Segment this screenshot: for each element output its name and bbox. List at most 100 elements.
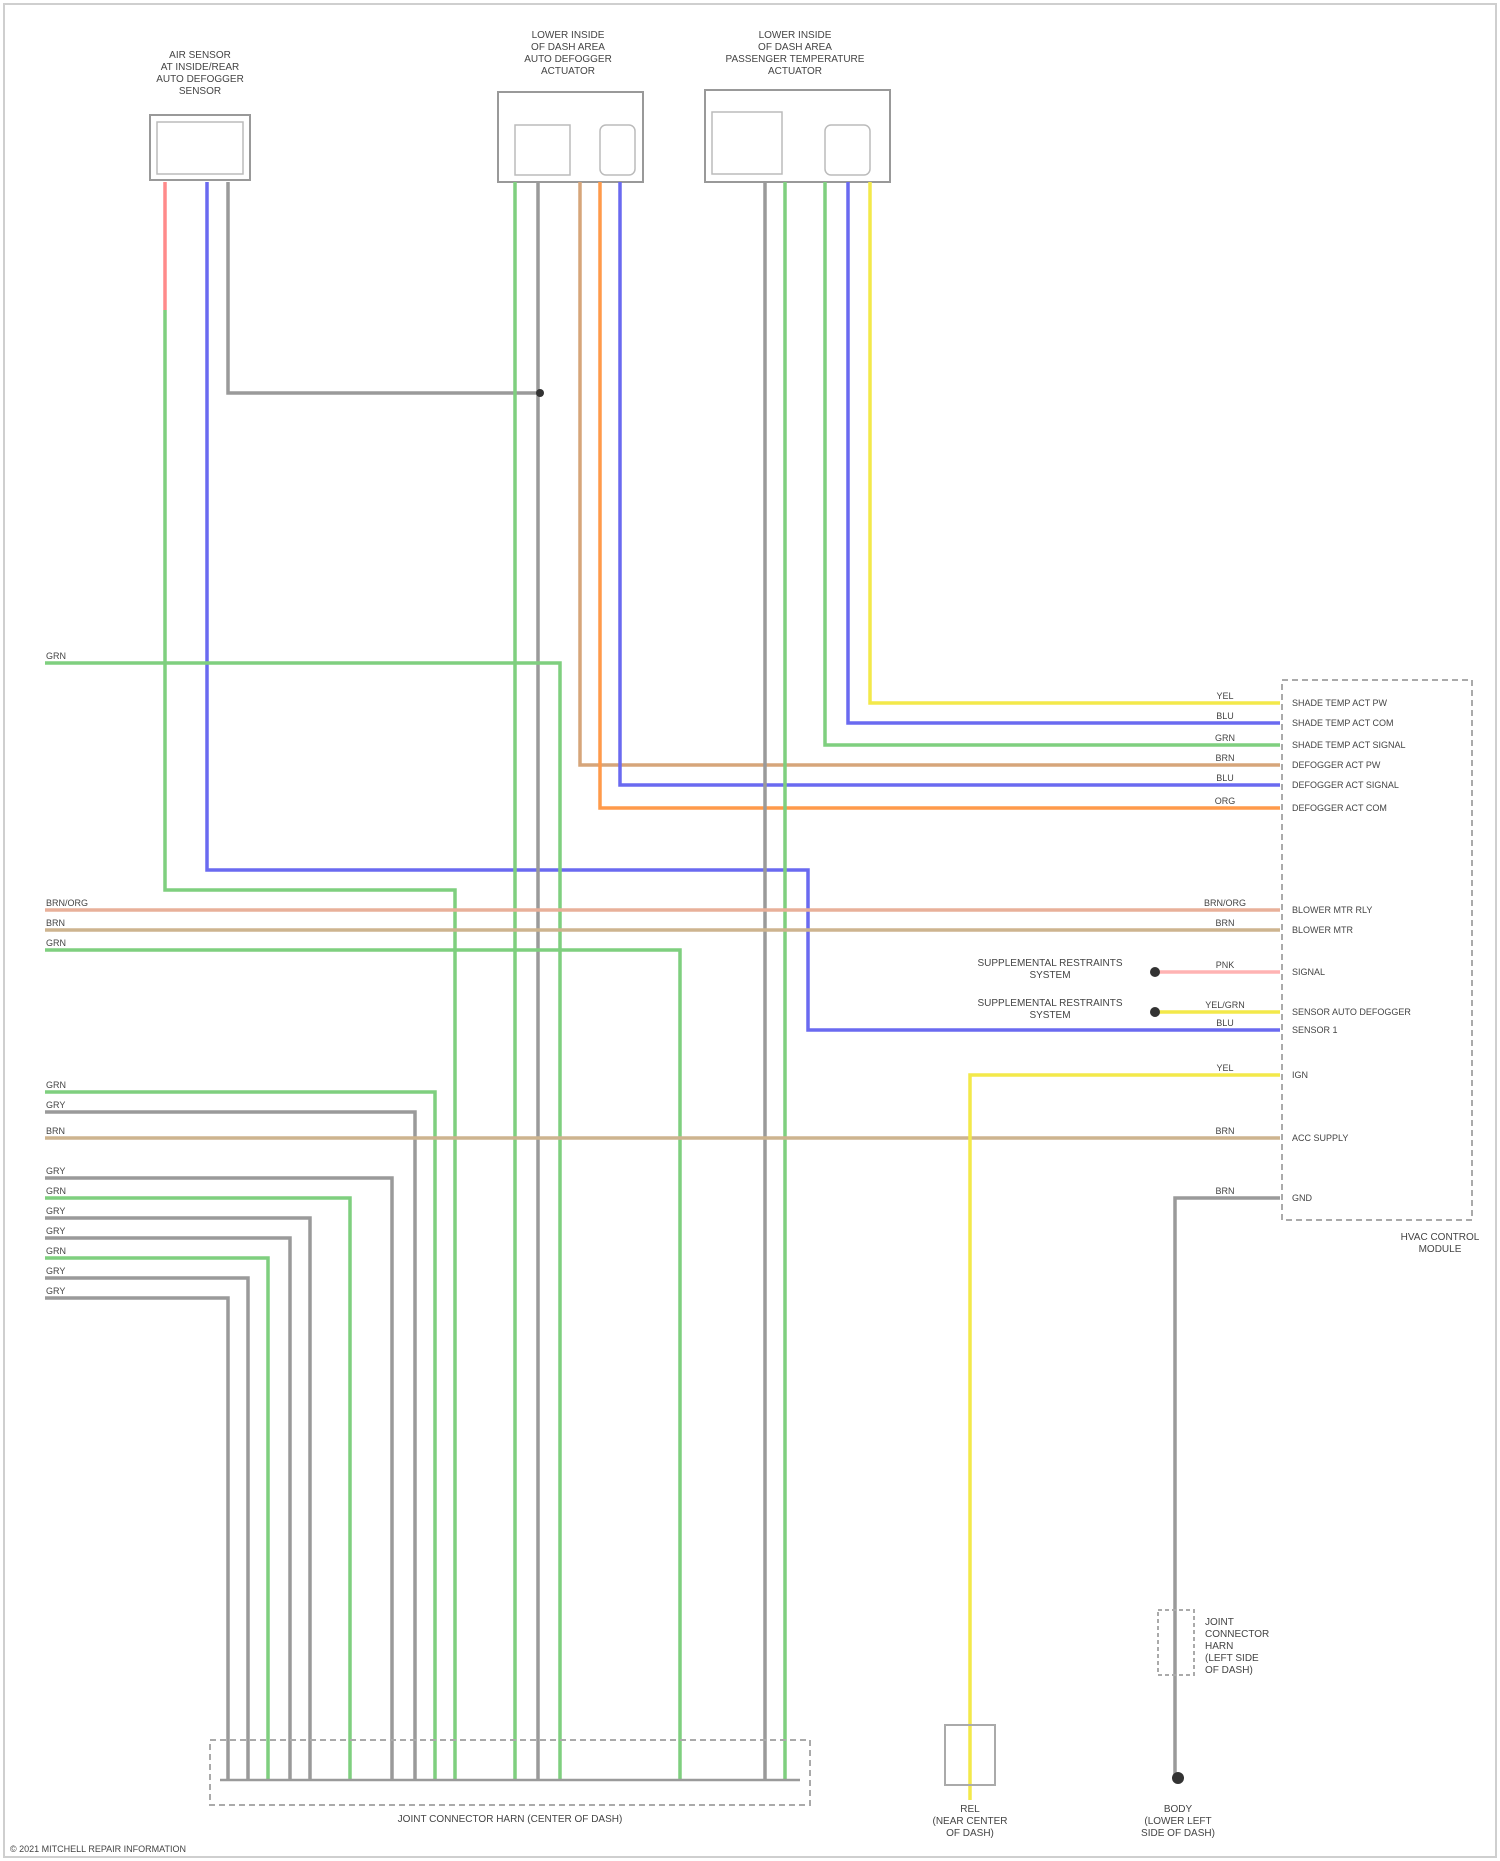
bottom-right-joint: JOINT CONNECTOR HARN (LEFT SIDE OF DASH)… bbox=[1141, 1610, 1269, 1839]
hvac-pin-wire: PNK bbox=[1216, 960, 1235, 970]
hvac-title-1: HVAC CONTROL bbox=[1401, 1232, 1480, 1243]
hvac-pin-label: BLOWER MTR RLY bbox=[1292, 905, 1372, 915]
srs-label-2b: SYSTEM bbox=[1029, 1010, 1070, 1021]
actuator2-title-3: PASSENGER TEMPERATURE bbox=[726, 54, 865, 65]
wire-left-12 bbox=[45, 1258, 268, 1780]
left-wire-label: GRN bbox=[46, 651, 66, 661]
actuator2-switch bbox=[712, 112, 782, 174]
srs-label-1a: SUPPLEMENTAL RESTRAINTS bbox=[977, 958, 1122, 969]
joint-connector-label: JOINT CONNECTOR HARN (CENTER OF DASH) bbox=[398, 1814, 623, 1825]
actuator2-title-4: ACTUATOR bbox=[768, 66, 822, 77]
hvac-pin-label: ACC SUPPLY bbox=[1292, 1133, 1348, 1143]
hvac-pin-wire: BLU bbox=[1216, 711, 1234, 721]
hvac-pin-wire: BRN/ORG bbox=[1204, 898, 1246, 908]
hvac-pin-wire: GRN bbox=[1215, 733, 1235, 743]
sensor-inner-box bbox=[157, 122, 243, 174]
actuator-title-1: LOWER INSIDE bbox=[532, 30, 605, 41]
hvac-pin-label: SIGNAL bbox=[1292, 967, 1325, 977]
actuator-title-4: ACTUATOR bbox=[541, 66, 595, 77]
hvac-pin-wire: YEL bbox=[1216, 691, 1233, 701]
joint-label-3: HARN bbox=[1205, 1641, 1233, 1652]
wire-left-5 bbox=[45, 1092, 435, 1780]
left-wire-label: GRY bbox=[46, 1266, 65, 1276]
sensor-title-1: AIR SENSOR bbox=[169, 50, 231, 61]
left-wire-label: BRN/ORG bbox=[46, 898, 88, 908]
joint-connector-box bbox=[210, 1740, 810, 1805]
wire-gnd bbox=[1175, 1198, 1280, 1780]
hvac-pin-label: SENSOR 1 bbox=[1292, 1025, 1338, 1035]
wire-left-9 bbox=[45, 1198, 350, 1780]
wire-left-14 bbox=[45, 1298, 228, 1780]
wire-left-6 bbox=[45, 1112, 415, 1780]
device-label-2: (NEAR CENTER bbox=[932, 1816, 1007, 1827]
actuator-motor bbox=[600, 125, 635, 175]
ground-label-3: SIDE OF DASH) bbox=[1141, 1828, 1215, 1839]
hvac-pin-label: DEFOGGER ACT SIGNAL bbox=[1292, 780, 1399, 790]
wire-blue-sensor bbox=[207, 182, 1280, 1030]
hvac-pin-label: SHADE TEMP ACT SIGNAL bbox=[1292, 740, 1406, 750]
wire-left-10 bbox=[45, 1218, 310, 1780]
footer-credit: © 2021 MITCHELL REPAIR INFORMATION bbox=[10, 1844, 186, 1854]
sensor-box bbox=[150, 115, 250, 180]
hvac-pin-wire: YEL bbox=[1216, 1063, 1233, 1073]
hvac-pin-wire: BLU bbox=[1216, 1018, 1234, 1028]
left-wire-label: BRN bbox=[46, 1126, 65, 1136]
left-wire-label: GRY bbox=[46, 1206, 65, 1216]
actuator-switch bbox=[515, 125, 570, 175]
ground-label-2: (LOWER LEFT bbox=[1144, 1816, 1211, 1827]
joint-label-2: CONNECTOR bbox=[1205, 1629, 1269, 1640]
wire-gray-sensor bbox=[228, 182, 540, 393]
hvac-pin-label: DEFOGGER ACT COM bbox=[1292, 803, 1387, 813]
left-wire-label: BRN bbox=[46, 918, 65, 928]
joint-label-1: JOINT bbox=[1205, 1617, 1234, 1628]
left-wire-label: GRY bbox=[46, 1166, 65, 1176]
actuator2-title-2: OF DASH AREA bbox=[758, 42, 832, 53]
top-right-actuator: LOWER INSIDE OF DASH AREA PASSENGER TEMP… bbox=[705, 30, 890, 182]
joint-label-4: (LEFT SIDE bbox=[1205, 1653, 1259, 1664]
left-wire-label: GRN bbox=[46, 1246, 66, 1256]
hvac-pin-label: SHADE TEMP ACT PW bbox=[1292, 698, 1388, 708]
hvac-pin-list: YEL SHADE TEMP ACT PW BLU SHADE TEMP ACT CO… bbox=[1204, 691, 1411, 1203]
splice-points bbox=[536, 389, 1184, 1784]
sensor-title-3: AUTO DEFOGGER bbox=[156, 74, 244, 85]
hvac-pin-wire: BRN bbox=[1215, 753, 1234, 763]
srs-label-2a: SUPPLEMENTAL RESTRAINTS bbox=[977, 998, 1122, 1009]
wire-left-11 bbox=[45, 1238, 290, 1780]
wire-yellow-ign bbox=[970, 1075, 1280, 1800]
left-wire-label: GRN bbox=[46, 938, 66, 948]
wire-runs bbox=[45, 182, 1280, 1800]
wire-orange-act1 bbox=[600, 182, 1280, 808]
wire-yellow-act2 bbox=[870, 182, 1280, 703]
hvac-pin-label: DEFOGGER ACT PW bbox=[1292, 760, 1381, 770]
hvac-pin-wire: BRN bbox=[1215, 1186, 1234, 1196]
wire-brown-act1 bbox=[580, 182, 1280, 765]
ground-point bbox=[1172, 1772, 1184, 1784]
hvac-pin-label: BLOWER MTR bbox=[1292, 925, 1354, 935]
left-wire-label: GRY bbox=[46, 1286, 65, 1296]
hvac-pin-label: IGN bbox=[1292, 1070, 1308, 1080]
hvac-pin-label: SHADE TEMP ACT COM bbox=[1292, 718, 1394, 728]
wire-green-act2b bbox=[825, 182, 1280, 745]
top-mid-actuator: LOWER INSIDE OF DASH AREA AUTO DEFOGGER … bbox=[498, 30, 643, 182]
top-left-sensor: AIR SENSOR AT INSIDE/REAR AUTO DEFOGGER … bbox=[150, 50, 250, 180]
actuator2-box bbox=[705, 90, 890, 182]
device-label-1: REL bbox=[960, 1804, 980, 1815]
wire-left-13 bbox=[45, 1278, 248, 1780]
hvac-pin-label: SENSOR AUTO DEFOGGER bbox=[1292, 1007, 1411, 1017]
wire-left-4 bbox=[45, 950, 680, 1780]
srs-label-1b: SYSTEM bbox=[1029, 970, 1070, 981]
wire-left-1 bbox=[45, 663, 560, 1780]
sensor-title-4: SENSOR bbox=[179, 86, 221, 97]
wire-blue-act2 bbox=[848, 182, 1280, 723]
sensor-title-2: AT INSIDE/REAR bbox=[161, 62, 240, 73]
ground-label-1: BODY bbox=[1164, 1804, 1193, 1815]
actuator-title-3: AUTO DEFOGGER bbox=[524, 54, 612, 65]
hvac-title-2: MODULE bbox=[1419, 1244, 1462, 1255]
left-wire-label: GRN bbox=[46, 1186, 66, 1196]
bottom-connector: JOINT CONNECTOR HARN (CENTER OF DASH) bbox=[210, 1740, 810, 1825]
actuator2-motor bbox=[825, 125, 870, 175]
hvac-pin-wire: YEL/GRN bbox=[1205, 1000, 1245, 1010]
hvac-pin-wire: BRN bbox=[1215, 1126, 1234, 1136]
hvac-pin-wire: BRN bbox=[1215, 918, 1234, 928]
